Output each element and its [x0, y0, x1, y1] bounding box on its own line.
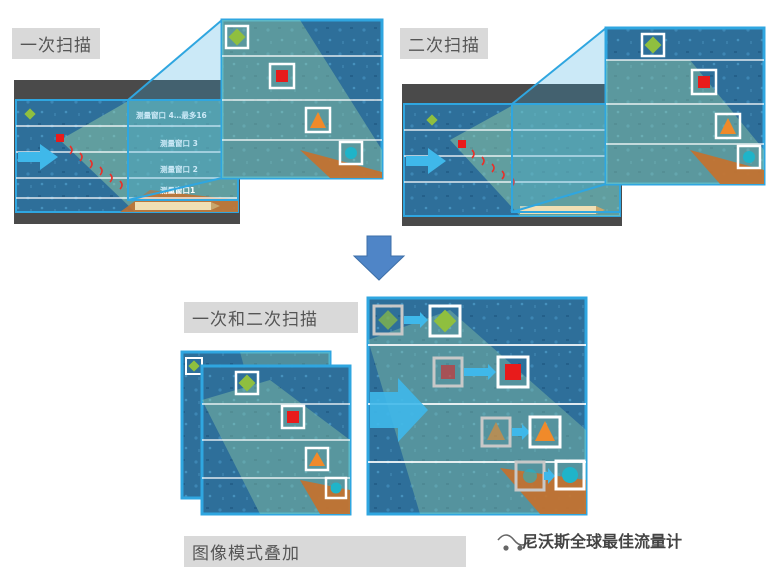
combined-scan-label: 一次和二次扫描 — [184, 302, 358, 333]
second-scan-panel — [402, 84, 622, 226]
shift-arrow-icon — [464, 364, 496, 380]
square-marker-icon — [505, 364, 521, 380]
window-1-label: 测量窗口1 — [160, 185, 195, 195]
sensor-probe — [135, 202, 211, 210]
square-marker-icon — [276, 70, 288, 82]
window-4-label: 测量窗口 4…最多16 — [136, 110, 207, 120]
flow-arrow-icon — [18, 144, 58, 170]
shift-arrow-icon — [404, 312, 428, 328]
diamond-marker-icon — [378, 310, 398, 330]
square-marker-icon — [458, 140, 466, 148]
circle-marker-icon — [743, 151, 755, 163]
overlay-stack — [180, 350, 352, 516]
combined-scan-view — [366, 296, 588, 516]
circle-marker-icon — [345, 147, 357, 159]
square-marker-icon — [441, 365, 455, 379]
triangle-marker-icon — [487, 422, 505, 440]
square-marker-icon — [56, 134, 64, 142]
flow-arrow-icon — [406, 148, 446, 174]
diamond-marker-icon — [644, 36, 662, 54]
shift-arrow-icon — [544, 468, 555, 484]
echo-waves-icon — [69, 145, 123, 190]
triangle-marker-icon — [535, 421, 555, 441]
triangle-marker-icon — [309, 452, 325, 466]
diamond-marker-icon — [188, 360, 200, 372]
triangle-marker-icon — [310, 112, 326, 128]
circle-marker-icon — [330, 482, 342, 494]
window-2-label: 测量窗口 2 — [160, 164, 198, 174]
first-scan-label: 一次扫描 — [12, 28, 100, 59]
shift-arrow-icon — [512, 424, 530, 440]
circle-marker-icon — [523, 469, 537, 483]
triangle-marker-icon — [720, 118, 736, 134]
flow-arrow-icon — [370, 378, 428, 442]
image-overlay-label: 图像模式叠加 — [184, 536, 466, 567]
second-scan-label: 二次扫描 — [400, 28, 488, 59]
circle-marker-icon — [562, 467, 578, 483]
window-3-label: 测量窗口 3 — [160, 138, 198, 148]
sensor-probe — [520, 206, 596, 214]
second-scan-zoom — [604, 26, 766, 186]
first-scan-panel: 测量窗口 4…最多16 测量窗口 3 测量窗口 2 测量窗口1 — [14, 80, 240, 224]
brand-logo-icon — [497, 534, 531, 551]
diamond-marker-icon — [238, 374, 256, 392]
brand-watermark: 尼沃斯全球最佳流量计 — [522, 532, 683, 551]
square-marker-icon — [698, 76, 710, 88]
first-scan-zoom — [220, 18, 384, 180]
diamond-marker-icon — [433, 309, 457, 333]
square-marker-icon — [287, 411, 299, 423]
down-arrow-icon — [352, 235, 406, 281]
